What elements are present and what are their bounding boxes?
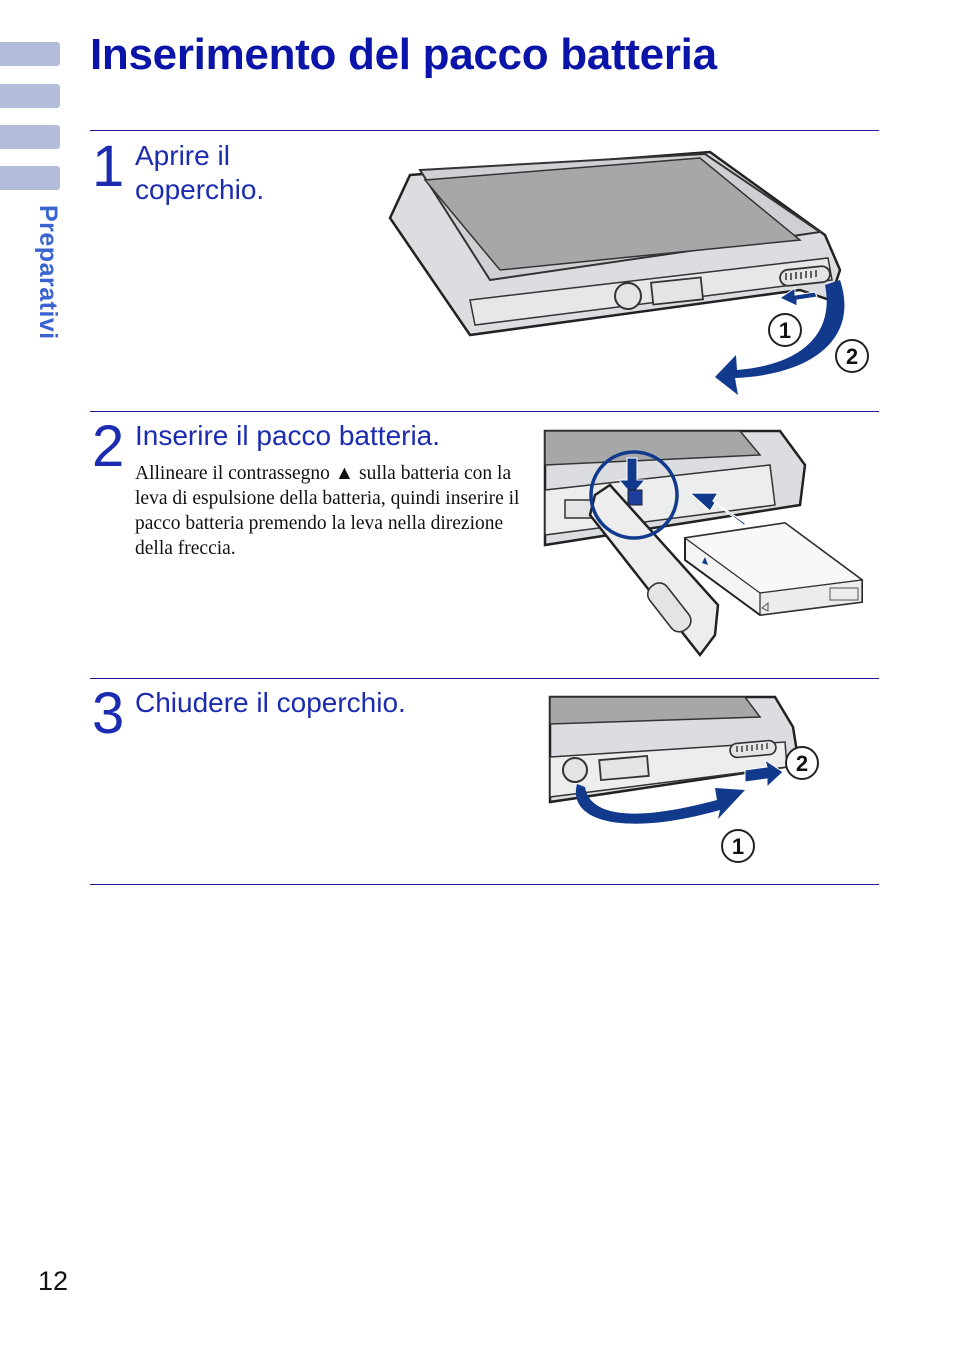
tripod-socket-icon <box>614 282 642 310</box>
page-number: 12 <box>38 1266 69 1296</box>
divider-top <box>90 130 879 131</box>
step-2-number: 2 <box>92 414 125 479</box>
marker-1-label: 1 <box>779 318 791 343</box>
step-3-heading: Chiudere il coperchio. <box>135 687 406 718</box>
step-2-description: Allineare il contrassegno ▲ sulla batter… <box>135 463 520 559</box>
page-title: Inserimento del pacco batteria <box>90 30 717 79</box>
slide-arrow-icon <box>744 758 784 789</box>
step-1-number: 1 <box>92 134 125 199</box>
marker-1-icon <box>768 313 802 347</box>
side-tab-label[interactable]: Preparativi <box>34 205 62 340</box>
divider-step3 <box>90 678 879 679</box>
step-1-heading: Aprire il coperchio. <box>135 140 265 205</box>
latch-highlight <box>589 450 679 540</box>
camera-screen <box>423 157 802 271</box>
marker-1-label: 1 <box>732 834 744 859</box>
open-arrow-icon <box>715 280 845 395</box>
step-3-illustration: 2 1 <box>548 695 819 863</box>
connector-port <box>649 276 705 306</box>
step-1-illustration: 1 2 <box>388 150 869 395</box>
marker-2-icon <box>785 746 819 780</box>
down-arrow-icon <box>617 457 647 496</box>
step-2-illustration <box>543 429 864 658</box>
side-tab-block-4 <box>0 166 60 190</box>
insert-arrow-icon <box>688 492 746 528</box>
push-arrow-icon <box>778 287 818 307</box>
divider-bottom <box>90 884 879 885</box>
step-3-number: 3 <box>92 681 125 746</box>
divider-step2 <box>90 411 879 412</box>
marker-2-label: 2 <box>796 751 808 776</box>
marker-2-label: 2 <box>846 344 858 369</box>
marker-1-icon <box>721 829 755 863</box>
side-tab-block-1 <box>0 42 60 66</box>
side-tab-block-3 <box>0 125 60 149</box>
side-tab-block-2 <box>0 84 60 108</box>
marker-2-icon <box>835 339 869 373</box>
close-arrow-icon <box>575 784 745 824</box>
step-2-heading: Inserire il pacco batteria. <box>135 420 441 451</box>
